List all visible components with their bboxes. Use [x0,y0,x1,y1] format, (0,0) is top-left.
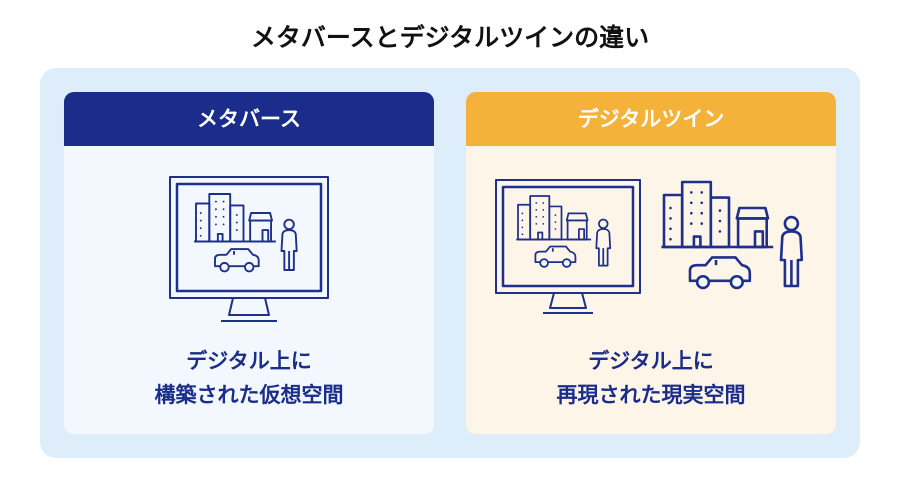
city-scene-icon [193,193,298,273]
caption-line: デジタル上に [186,349,312,373]
real-city-icon [660,180,804,290]
monitor-icon [169,176,329,322]
caption-line: 再現された現実空間 [556,383,746,407]
metaverse-caption: デジタル上に 構築された仮想空間 [64,344,434,412]
digital-twin-header: デジタルツイン [466,92,836,146]
page-title: メタバースとデジタルツインの違い [250,23,650,52]
monitor-icon [495,179,641,314]
caption-line: デジタル上に [588,349,714,373]
caption-line: 構築された仮想空間 [154,383,344,407]
digital-twin-caption: デジタル上に 再現された現実空間 [466,344,836,412]
digital-twin-card: デジタルツイン デジタル上に 再現された現実空間 [466,92,836,434]
metaverse-header: メタバース [64,92,434,146]
city-scene-icon [515,195,612,268]
